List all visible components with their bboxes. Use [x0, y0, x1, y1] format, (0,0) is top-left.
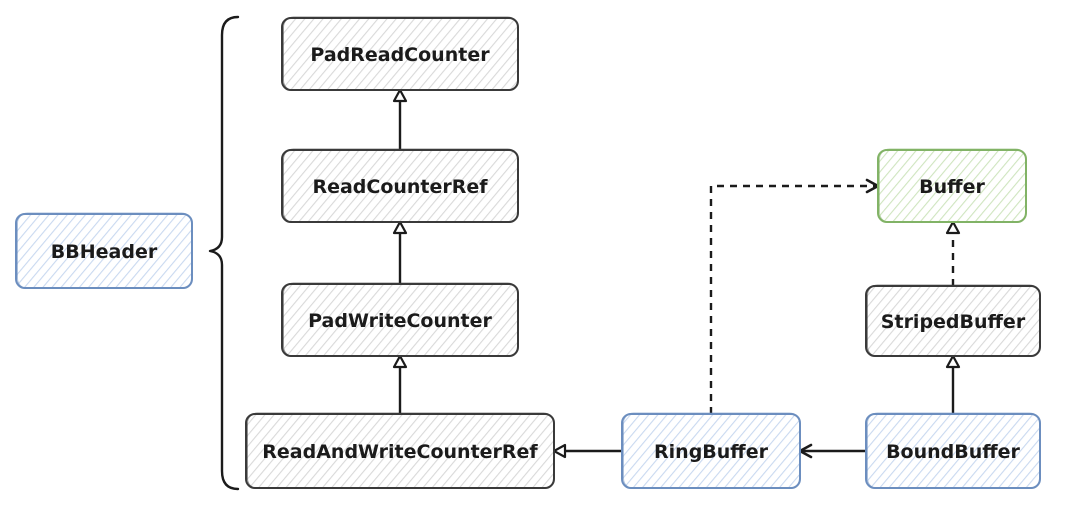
edge-readandwritecounterref-to-padwritecounter — [392, 354, 408, 414]
node-readcounterref: ReadCounterRef — [281, 148, 519, 223]
node-label-buffer: Buffer — [919, 176, 985, 198]
arrowhead-ringbuffer-to-readandwritecounterref — [552, 443, 567, 459]
node-padreadcounter: PadReadCounter — [281, 16, 519, 91]
node-label-padreadcounter: PadReadCounter — [310, 44, 490, 66]
node-outline-readcounterref — [283, 148, 518, 223]
node-boundbuffer: BoundBuffer — [865, 412, 1041, 489]
curly-brace — [208, 15, 240, 491]
edges-layer — [392, 88, 961, 459]
node-outline-stripedbuffer — [867, 284, 1040, 357]
node-ringbuffer: RingBuffer — [621, 412, 801, 489]
edge-line-ringbuffer-to-buffer — [709, 184, 877, 414]
node-outline-ringbuffer — [623, 412, 800, 489]
edge-stripedbuffer-to-buffer — [945, 220, 961, 286]
edge-padwritecounter-to-readcounterref — [392, 220, 408, 284]
edge-ringbuffer-to-readandwritecounterref — [552, 443, 622, 459]
brace-layer — [208, 15, 240, 491]
edge-readcounterref-to-padreadcounter — [392, 88, 408, 150]
node-outline-bbheader — [17, 212, 192, 289]
edge-boundbuffer-to-stripedbuffer — [945, 354, 961, 414]
arrowhead-ringbuffer-to-buffer — [865, 178, 880, 194]
arrowhead-readcounterref-to-padreadcounter — [392, 88, 408, 103]
arrowhead-padwritecounter-to-readcounterref — [392, 220, 408, 235]
node-buffer: Buffer — [877, 148, 1027, 223]
node-label-stripedbuffer: StripedBuffer — [881, 311, 1026, 333]
node-outline-padwritecounter — [283, 282, 518, 357]
arrowhead-boundbuffer-to-stripedbuffer — [945, 354, 961, 369]
arrowhead-stripedbuffer-to-buffer — [945, 220, 961, 235]
node-label-readcounterref: ReadCounterRef — [312, 176, 488, 198]
node-bbheader: BBHeader — [15, 212, 193, 289]
node-outline-boundbuffer — [867, 412, 1040, 489]
node-outline-padreadcounter — [283, 16, 518, 91]
edge-boundbuffer-to-ringbuffer — [798, 443, 866, 459]
node-label-bbheader: BBHeader — [51, 241, 158, 263]
nodes-layer: BBHeader PadReadCounterReadCounterRefPadW… — [15, 16, 1041, 489]
node-padwritecounter: PadWriteCounter — [281, 282, 519, 357]
node-label-boundbuffer: BoundBuffer — [886, 441, 1020, 463]
node-label-readandwritecounterref: ReadAndWriteCounterRef — [262, 441, 538, 463]
edge-ringbuffer-to-buffer — [709, 178, 880, 414]
node-readandwritecounterref: ReadAndWriteCounterRef — [245, 412, 555, 489]
node-label-padwritecounter: PadWriteCounter — [308, 310, 492, 332]
node-stripedbuffer: StripedBuffer — [865, 284, 1041, 357]
arrowhead-readandwritecounterref-to-padwritecounter — [392, 354, 408, 369]
node-label-ringbuffer: RingBuffer — [654, 441, 769, 463]
node-outline-readandwritecounterref — [247, 412, 554, 489]
node-outline-buffer — [879, 148, 1026, 223]
